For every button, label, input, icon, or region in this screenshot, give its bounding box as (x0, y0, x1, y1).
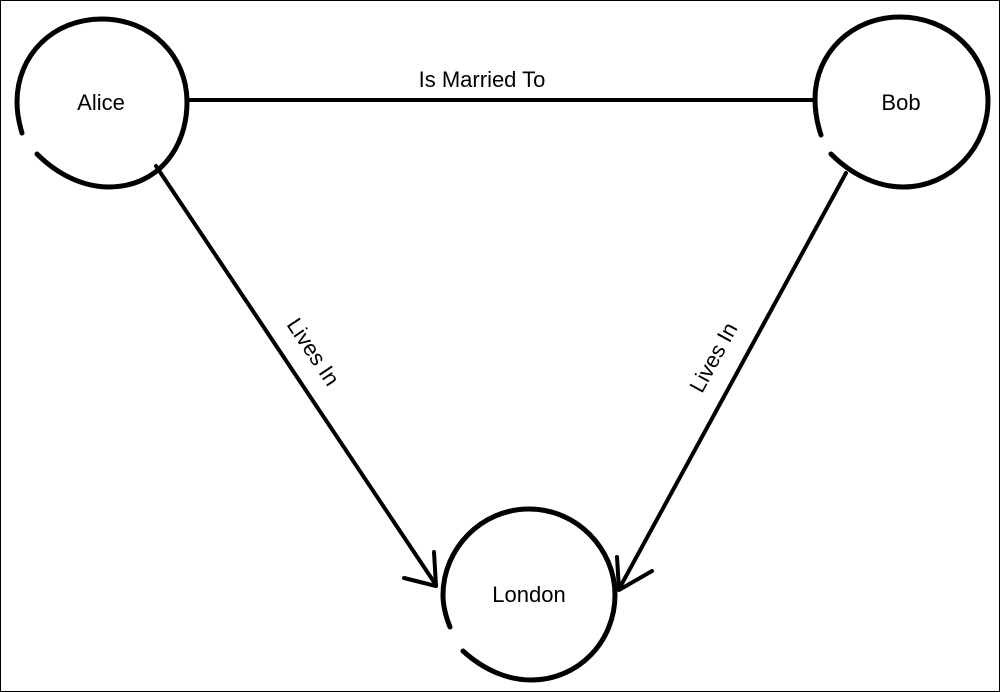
node-london: London (440, 506, 618, 683)
edge-alice-lives-in: Lives In (154, 164, 438, 588)
node-outline-london (440, 506, 618, 683)
edge-label-alice-lives-in: Lives In (282, 313, 345, 390)
node-alice: Alice (14, 16, 190, 190)
edge-label-bob-lives-in: Lives In (684, 318, 742, 397)
edge-is-married-to: Is Married To (186, 67, 815, 102)
node-outline-bob (812, 14, 991, 190)
edge-line-alice-london (154, 164, 438, 587)
node-label-london: London (492, 582, 565, 607)
node-label-bob: Bob (881, 90, 920, 115)
node-bob: Bob (812, 14, 991, 190)
arrowhead-alice-london (402, 550, 438, 588)
edge-label-is-married-to: Is Married To (419, 67, 546, 92)
arrowhead-bob-london (615, 555, 654, 592)
edge-line-bob-london (617, 171, 848, 591)
edge-bob-lives-in: Lives In (615, 171, 848, 592)
node-outline-alice (14, 16, 190, 190)
node-label-alice: Alice (77, 90, 125, 115)
